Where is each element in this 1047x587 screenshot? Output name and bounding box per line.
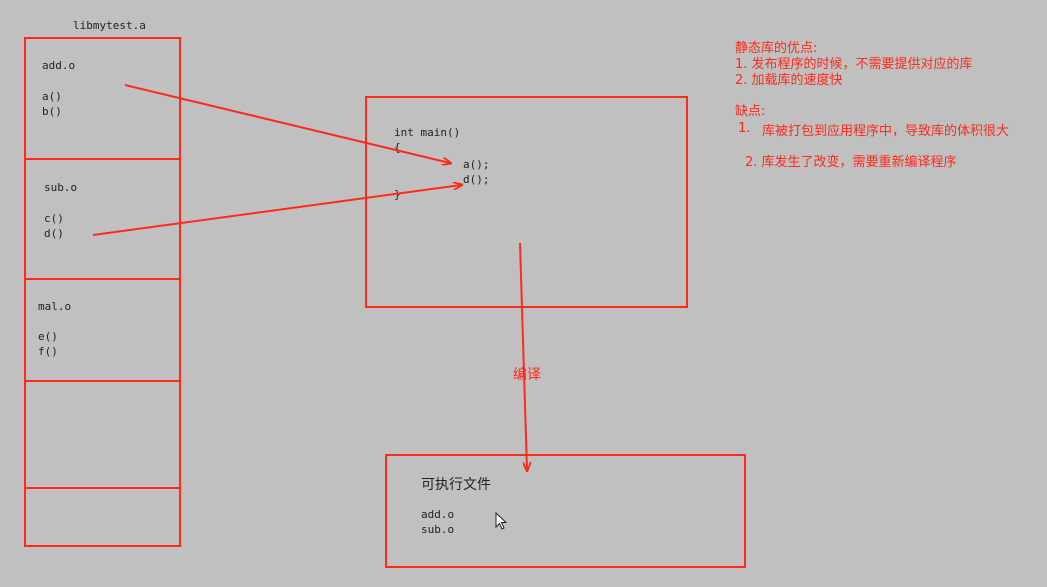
library-divider-4 <box>24 487 181 489</box>
executable-title: 可执行文件 <box>421 477 491 493</box>
compile-label: 编译 <box>513 367 541 383</box>
module-mal-func-e: e() <box>38 330 58 343</box>
module-mal-func-f: f() <box>38 345 58 358</box>
module-sub-func-c: c() <box>44 212 64 225</box>
main-call-a: a(); <box>463 158 490 171</box>
module-add-func-b: b() <box>42 105 62 118</box>
main-code-box <box>365 96 688 308</box>
arrow-d-to-main <box>92 185 461 236</box>
module-sub-func-d: d() <box>44 227 64 240</box>
pros-item-1: 1. 发布程序的时候，不需要提供对应的库 <box>735 57 973 72</box>
library-divider-3 <box>24 380 181 382</box>
library-title: libmytest.a <box>73 19 146 32</box>
arrow-compile <box>519 242 527 470</box>
mouse-cursor-icon <box>495 512 508 530</box>
executable-box <box>385 454 746 568</box>
module-add-func-a: a() <box>42 90 62 103</box>
module-sub-name: sub.o <box>44 181 78 194</box>
main-open-brace: { <box>394 141 401 154</box>
pros-item-2: 2. 加载库的速度快 <box>735 73 843 88</box>
main-signature: int main() <box>394 126 461 139</box>
pros-title: 静态库的优点: <box>735 41 818 56</box>
arrow-a-to-main <box>124 84 450 163</box>
module-add-name: add.o <box>42 59 76 72</box>
executable-item-add: add.o <box>421 508 455 521</box>
cons-item-2: 2. 库发生了改变，需要重新编译程序 <box>745 155 957 170</box>
library-divider-1 <box>24 158 181 160</box>
main-call-d: d(); <box>463 173 490 186</box>
cons-title: 缺点: <box>735 104 766 119</box>
cons-item-1-number: 1. <box>738 121 751 136</box>
library-box <box>24 37 181 547</box>
cons-item-1-text: 库被打包到应用程序中，导致库的体积很大 <box>762 124 1010 139</box>
module-mal-name: mal.o <box>38 300 72 313</box>
library-divider-2 <box>24 278 181 280</box>
executable-item-sub: sub.o <box>421 523 455 536</box>
